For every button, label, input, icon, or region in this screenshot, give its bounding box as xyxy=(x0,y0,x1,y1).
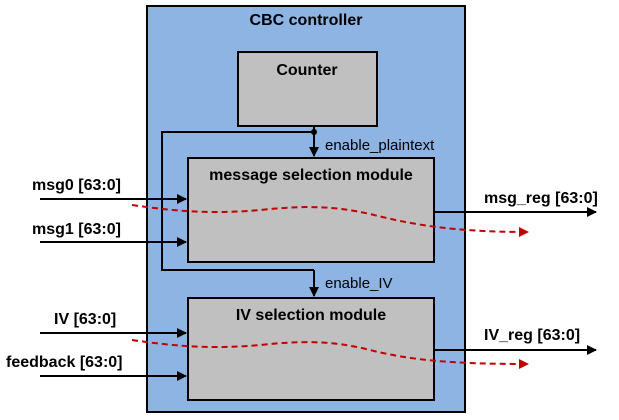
msg-reg-label: msg_reg [63:0] xyxy=(484,190,598,207)
enable-iv-label: enable_IV xyxy=(325,275,393,292)
iv-selection-module-label: IV selection module xyxy=(236,307,386,324)
iv-selection-module xyxy=(187,297,435,401)
feedback-label: feedback [63:0] xyxy=(6,354,123,371)
iv-data-path xyxy=(131,339,529,369)
enable-plaintext-label: enable_plaintext xyxy=(325,137,435,154)
cbc-controller-title: CBC controller xyxy=(250,12,363,29)
msg0-label: msg0 [63:0] xyxy=(32,177,121,194)
counter-label: Counter xyxy=(276,62,337,79)
iv-input-label: IV [63:0] xyxy=(54,311,116,328)
message-selection-module-label: message selection module xyxy=(209,167,413,184)
counter-box xyxy=(237,51,378,127)
control-loop-wire xyxy=(161,131,314,271)
msg1-label: msg1 [63:0] xyxy=(32,221,121,238)
message-data-path xyxy=(131,204,529,237)
iv-reg-label: IV_reg [63:0] xyxy=(484,327,580,344)
message-selection-module xyxy=(187,157,435,263)
